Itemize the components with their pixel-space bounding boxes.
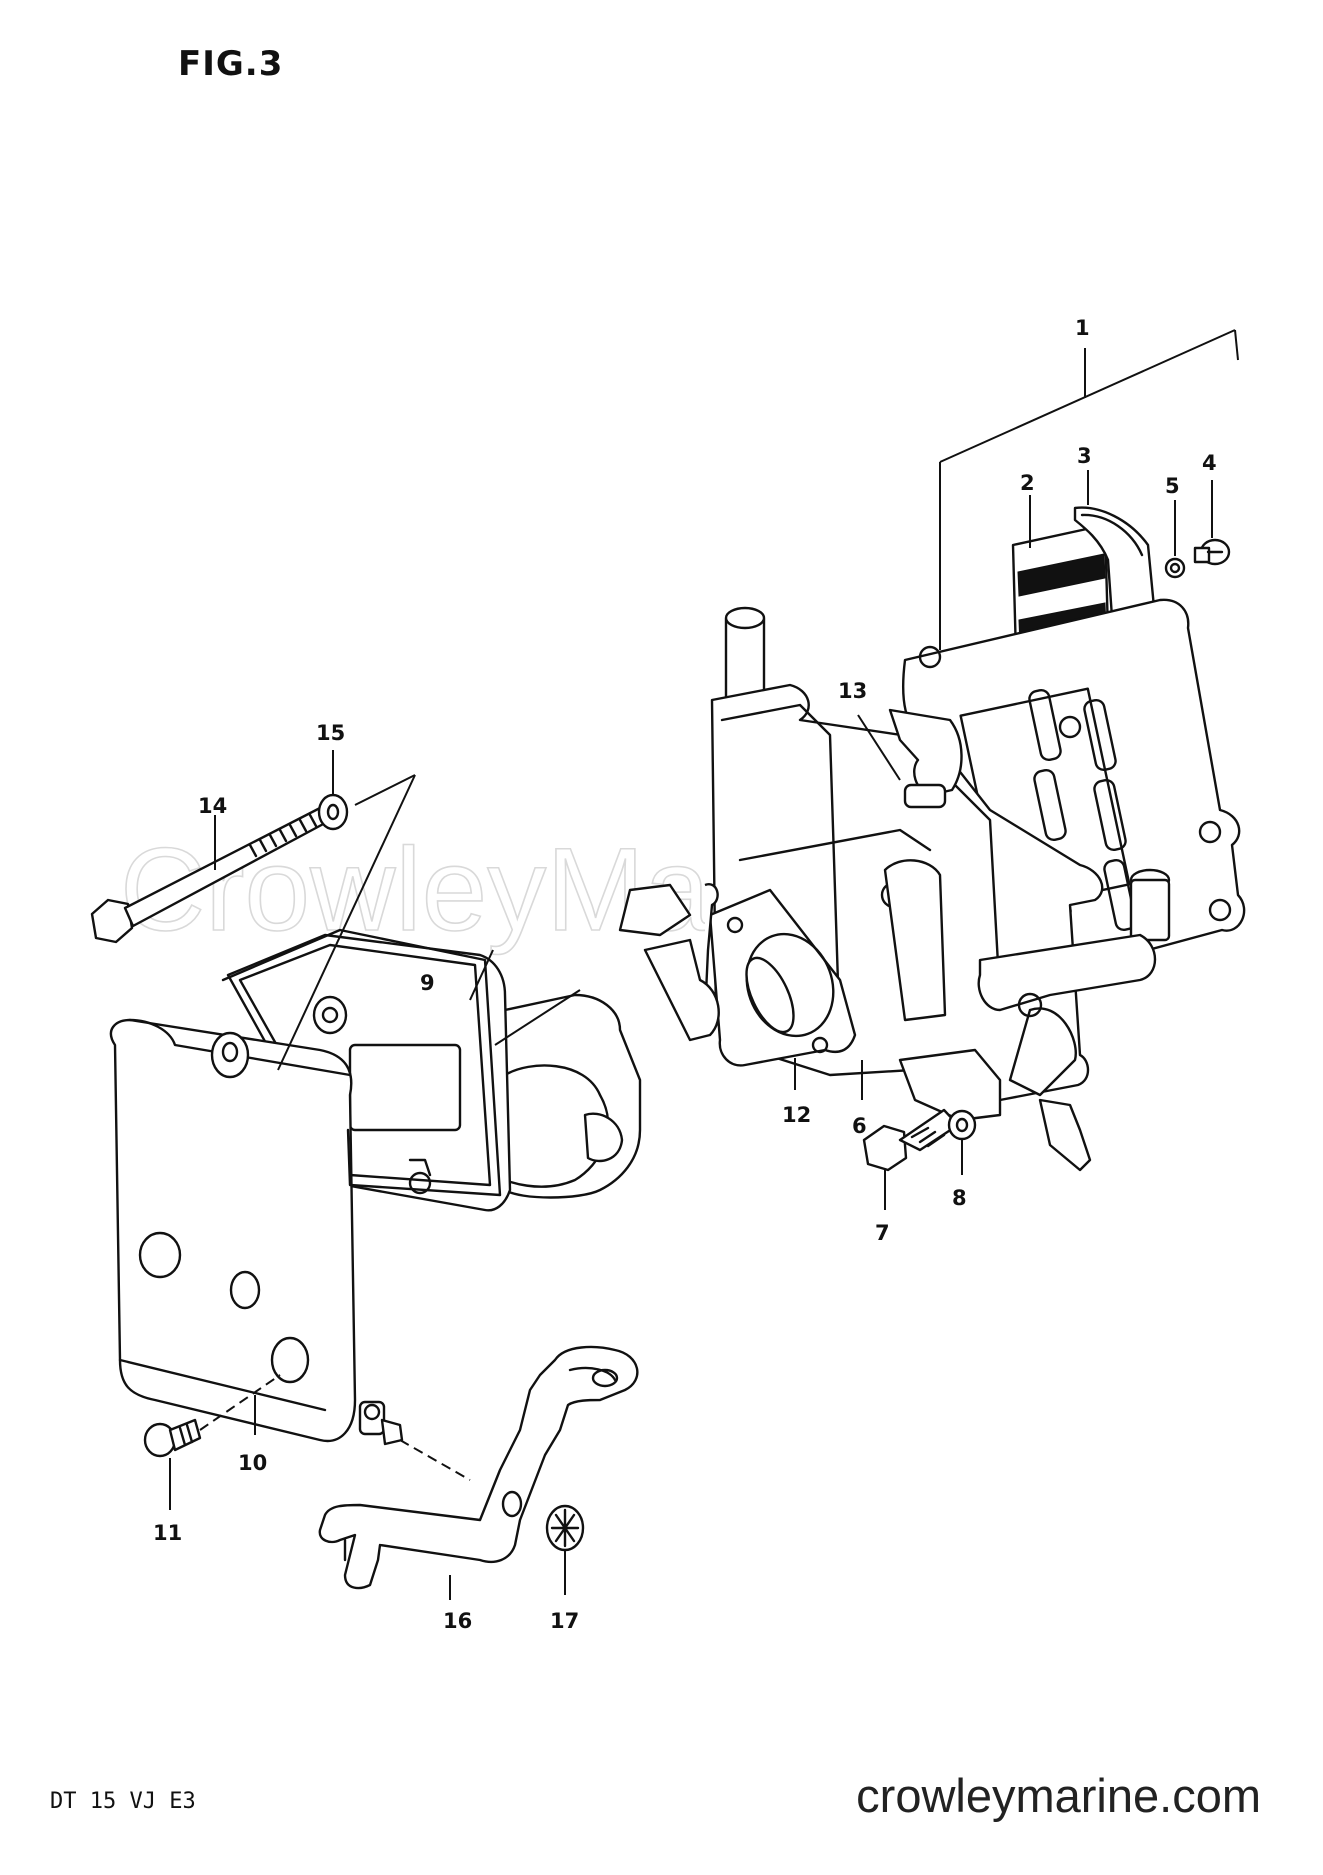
bolt-14-part [90, 806, 329, 944]
bracket-16-part [318, 1345, 639, 1600]
callout-15: 15 [316, 721, 345, 745]
callout-14: 14 [198, 794, 227, 818]
callout-16: 16 [443, 1609, 472, 1633]
callout-8: 8 [952, 1186, 967, 1210]
callout-3: 3 [1077, 444, 1092, 468]
bolt-7-part [862, 1108, 960, 1210]
clamp-13-part [857, 708, 963, 809]
figure-title: FIG.3 [178, 44, 284, 84]
model-code: DT 15 VJ E3 [50, 1789, 196, 1814]
gasket-12-part [703, 883, 857, 1090]
callout-1: 1 [1075, 316, 1090, 340]
clip-17-part [545, 1504, 585, 1595]
screw-11-part [143, 1374, 281, 1510]
washer-8-part [947, 1109, 977, 1175]
callout-6: 6 [852, 1114, 867, 1138]
callout-9: 9 [420, 971, 435, 995]
callout-1-leader [939, 329, 1239, 650]
screw-4-part [1193, 480, 1231, 566]
cover-gasket-part [221, 928, 502, 1197]
cover-pin-part [358, 1400, 471, 1481]
site-url: crowleymarine.com [856, 1769, 1261, 1822]
silencer-case-9-part [226, 883, 720, 1212]
callout-2: 2 [1020, 471, 1035, 495]
silencer-cover-10-part [109, 1018, 357, 1443]
callout-5: 5 [1165, 474, 1180, 498]
callout-10: 10 [238, 1451, 267, 1475]
washer-15-part [277, 750, 416, 1071]
callout-11: 11 [153, 1521, 182, 1545]
callout-4: 4 [1202, 451, 1217, 475]
screw-5-part [1164, 500, 1186, 579]
callout-13: 13 [838, 679, 867, 703]
callout-12: 12 [782, 1103, 811, 1127]
callout-7: 7 [875, 1221, 890, 1245]
callout-17: 17 [550, 1609, 579, 1633]
